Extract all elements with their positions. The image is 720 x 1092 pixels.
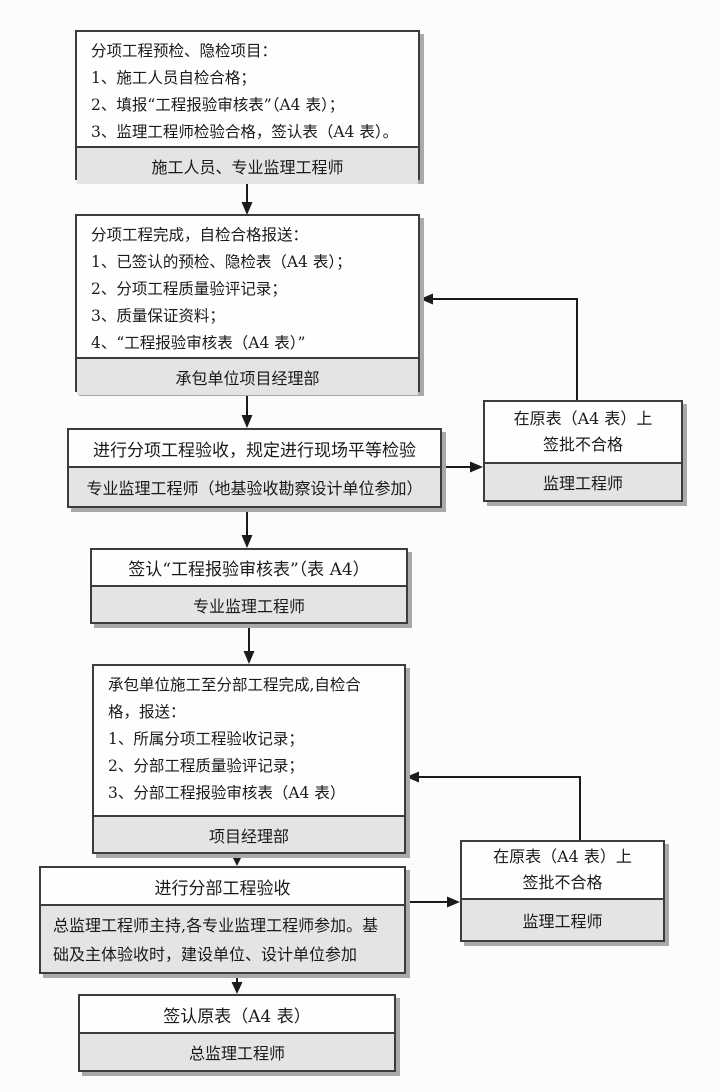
step4-box: 签认“工程报验审核表”（表 A4） 专业监理工程师 — [90, 548, 408, 624]
step5-body: 承包单位施工至分部工程完成,自检合 格，报送： 1、所属分项工程验收记录； 2、… — [94, 666, 404, 815]
arrow-step3-to-reject1 — [442, 461, 483, 473]
step3-title: 进行分项工程验收，规定进行现场平等检验 — [93, 440, 416, 461]
step1-body: 分项工程预检、隐检项目： 1、施工人员自检合格； 2、填报“工程报验审核表”（A… — [77, 32, 418, 146]
step1-line: 2、填报“工程报验审核表”（A4 表）； — [91, 96, 345, 114]
step6-footer: 总监理工程师主持,各专业监理工程师参加。基 础及主体验收时，建设单位、设计单位参… — [41, 904, 404, 972]
reject1-body: 在原表（A4 表）上 签批不合格 — [485, 402, 681, 462]
step5-footer-label: 项目经理部 — [94, 815, 404, 852]
reject2-line: 在原表（A4 表）上 — [493, 847, 632, 866]
reject2-footer-label: 监理工程师 — [462, 898, 663, 940]
step7-title: 签认原表（A4 表） — [163, 1006, 311, 1027]
reject2-line: 签批不合格 — [522, 873, 603, 892]
step5-line: 2、分部工程质量验评记录； — [108, 757, 304, 775]
reject1-line: 签批不合格 — [542, 435, 623, 454]
step1-footer-label: 施工人员、专业监理工程师 — [77, 146, 418, 184]
step6-footer-line: 础及主体验收时，建设单位、设计单位参加 — [53, 945, 358, 964]
step5-line: 格，报送： — [108, 703, 186, 721]
arrow-reject2-to-step5 — [406, 771, 581, 840]
reject1-footer-label: 监理工程师 — [485, 462, 681, 500]
step6-footer-line: 总监理工程师主持,各专业监理工程师参加。基 — [53, 916, 379, 935]
reject2-box: 在原表（A4 表）上 签批不合格 监理工程师 — [460, 840, 665, 942]
step6-box: 进行分部工程验收 总监理工程师主持,各专业监理工程师参加。基 础及主体验收时，建… — [39, 866, 406, 974]
step2-line: 4、“工程报验审核表（A4 表）” — [91, 334, 306, 352]
step7-footer-label: 总监理工程师 — [80, 1032, 394, 1070]
step2-box: 分项工程完成，自检合格报送： 1、已签认的预检、隐检表（A4 表）； 2、分项工… — [75, 214, 420, 395]
step2-line: 分项工程完成，自检合格报送： — [91, 226, 309, 244]
arrow-step6-to-reject2 — [406, 896, 460, 908]
step1-line: 分项工程预检、隐检项目： — [91, 42, 278, 60]
reject1-box: 在原表（A4 表）上 签批不合格 监理工程师 — [483, 400, 683, 502]
step5-box: 承包单位施工至分部工程完成,自检合 格，报送： 1、所属分项工程验收记录； 2、… — [92, 664, 406, 854]
step2-line: 2、分项工程质量验评记录； — [91, 280, 287, 298]
step3-box: 进行分项工程验收，规定进行现场平等检验 专业监理工程师（地基验收勘察设计单位参加… — [67, 428, 442, 508]
step2-line: 1、已签认的预检、隐检表（A4 表）； — [91, 253, 352, 271]
step5-line: 1、所属分项工程验收记录； — [108, 730, 304, 748]
step6-title: 进行分部工程验收 — [154, 878, 291, 899]
step2-body: 分项工程完成，自检合格报送： 1、已签认的预检、隐检表（A4 表）； 2、分项工… — [77, 216, 418, 357]
reject2-body: 在原表（A4 表）上 签批不合格 — [462, 842, 663, 898]
step2-line: 3、质量保证资料； — [91, 307, 225, 325]
arrow-reject1-to-step2 — [420, 293, 578, 400]
step5-line: 承包单位施工至分部工程完成,自检合 — [108, 676, 361, 694]
arrow-step6-to-step7 — [231, 974, 243, 994]
step1-line: 3、监理工程师检验合格，签认表（A4 表）。 — [91, 123, 399, 141]
step5-line: 3、分部工程报验审核表（A4 表） — [108, 784, 346, 802]
arrow-step2-to-step3 — [241, 392, 253, 428]
arrow-step5-to-step6 — [231, 854, 243, 866]
reject1-line: 在原表（A4 表）上 — [513, 409, 653, 428]
arrow-step3-to-step4 — [241, 508, 253, 548]
step3-footer-label: 专业监理工程师（地基验收勘察设计单位参加） — [69, 466, 440, 506]
arrow-step4-to-step5 — [243, 624, 255, 664]
step4-title: 签认“工程报验审核表”（表 A4） — [128, 560, 370, 580]
step7-box: 签认原表（A4 表） 总监理工程师 — [78, 994, 396, 1072]
step4-footer-label: 专业监理工程师 — [92, 585, 406, 622]
arrow-step1-to-step2 — [241, 180, 253, 215]
step1-line: 1、施工人员自检合格； — [91, 69, 256, 87]
step1-box: 分项工程预检、隐检项目： 1、施工人员自检合格； 2、填报“工程报验审核表”（A… — [75, 30, 420, 184]
step2-footer-label: 承包单位项目经理部 — [77, 357, 418, 395]
